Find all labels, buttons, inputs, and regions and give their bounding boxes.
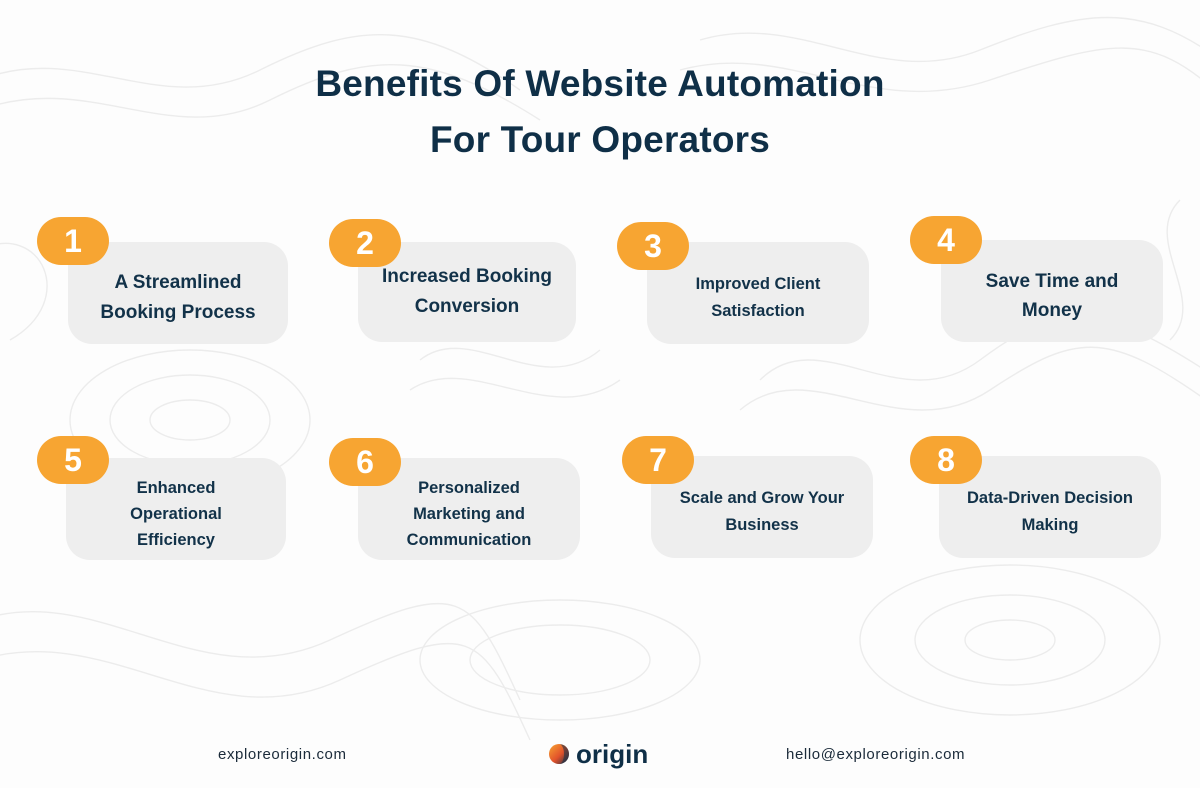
benefit-text: Personalized Marketing and Communication bbox=[406, 479, 532, 549]
website-link[interactable]: exploreorigin.com bbox=[218, 746, 347, 763]
benefit-text: Save Time and Money bbox=[985, 271, 1119, 321]
benefit-text: A Streamlined Booking Process bbox=[100, 272, 256, 323]
number-badge: 4 bbox=[910, 216, 982, 264]
number-badge: 5 bbox=[37, 436, 109, 484]
title-line-1: Benefits Of Website Automation bbox=[315, 63, 885, 104]
page-title: Benefits Of Website Automation For Tour … bbox=[0, 56, 1200, 168]
number-badge: 2 bbox=[329, 219, 401, 267]
email-link[interactable]: hello@exploreorigin.com bbox=[786, 746, 966, 763]
benefit-card-1: A Streamlined Booking Process bbox=[68, 242, 288, 344]
benefit-text: Increased Booking Conversion bbox=[382, 266, 552, 317]
number-badge: 3 bbox=[617, 222, 689, 270]
benefit-card-4: Save Time and Money bbox=[941, 240, 1163, 342]
benefit-text: Enhanced Operational Efficiency bbox=[130, 479, 222, 549]
title-line-2: For Tour Operators bbox=[429, 119, 771, 160]
number-badge: 6 bbox=[329, 438, 401, 486]
benefit-card-7: Scale and Grow Your Business bbox=[651, 456, 873, 558]
origin-logo: origin bbox=[548, 740, 648, 768]
number-badge: 8 bbox=[910, 436, 982, 484]
benefit-text: Improved Client Satisfaction bbox=[695, 275, 821, 320]
benefit-card-3: Improved Client Satisfaction bbox=[647, 242, 869, 344]
number-badge: 1 bbox=[37, 217, 109, 265]
benefit-text: Scale and Grow Your Business bbox=[679, 489, 845, 534]
benefit-text: Data-Driven Decision Making bbox=[967, 489, 1133, 534]
origin-logo-icon bbox=[549, 744, 569, 764]
logo-wordmark: origin bbox=[576, 739, 649, 769]
number-badge: 7 bbox=[622, 436, 694, 484]
